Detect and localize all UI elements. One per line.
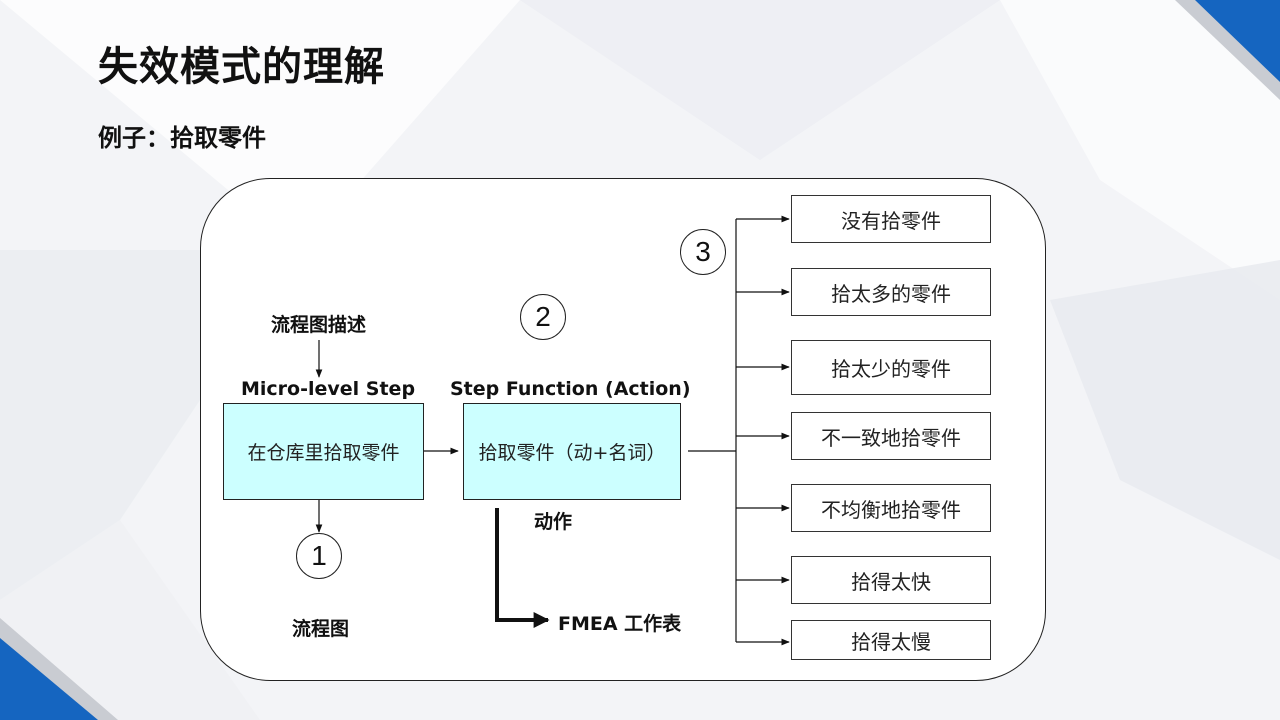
failure-mode-box: 没有拾零件 — [791, 195, 991, 243]
fmea-worksheet-label: FMEA 工作表 — [558, 613, 682, 635]
failure-mode-box: 不均衡地拾零件 — [791, 484, 991, 532]
step-number-1: 1 — [296, 533, 342, 579]
page-title: 失效模式的理解 — [98, 44, 385, 90]
action-label: 动作 — [534, 511, 573, 533]
micro-level-step-label: Micro-level Step — [241, 378, 416, 400]
failure-mode-box: 拾太多的零件 — [791, 268, 991, 316]
failure-mode-box: 拾得太快 — [791, 556, 991, 604]
failure-mode-box: 不一致地拾零件 — [791, 412, 991, 460]
step-number-2: 2 — [520, 294, 566, 340]
page-subtitle: 例子：拾取零件 — [98, 124, 266, 152]
step-function-box: 拾取零件（动+名词） — [463, 403, 681, 500]
step-function-label: Step Function (Action) — [450, 378, 691, 400]
step-number-3: 3 — [680, 229, 726, 275]
flow-description-label: 流程图描述 — [271, 314, 367, 336]
flowchart-label: 流程图 — [292, 618, 350, 640]
failure-mode-box: 拾得太慢 — [791, 620, 991, 660]
micro-step-box: 在仓库里拾取零件 — [223, 403, 424, 500]
failure-mode-box: 拾太少的零件 — [791, 340, 991, 395]
